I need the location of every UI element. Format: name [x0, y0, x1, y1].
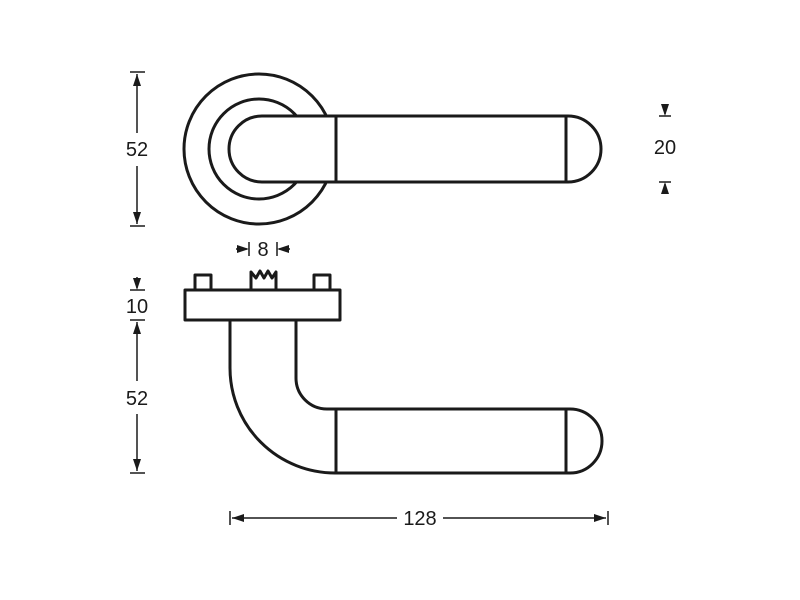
dimension-projection: 128 [229, 508, 609, 530]
dimension-top-height: 52 [126, 71, 148, 227]
top-lever-body [227, 114, 603, 184]
arrow-up [661, 182, 669, 194]
rose-plate [183, 288, 342, 322]
dimension-label-spindle: 8 [257, 239, 268, 261]
dimension-label-side-height: 52 [126, 388, 148, 410]
dimension-label-lever-width: 20 [654, 137, 676, 159]
arrow-right [237, 245, 249, 253]
spindle-square [249, 269, 278, 292]
dimension-spindle: 8 [236, 239, 290, 261]
dimension-lever-width: 20 [654, 104, 676, 194]
arrow-down [133, 278, 141, 290]
arrow-down [133, 212, 141, 224]
arrow-left [232, 514, 244, 522]
dimension-label-top-height: 52 [126, 139, 148, 161]
dimension-label-projection: 128 [403, 508, 436, 530]
top-view [182, 72, 603, 226]
arrow-down [133, 459, 141, 471]
arrow-up [133, 322, 141, 334]
arrow-left [277, 245, 289, 253]
arrow-right [594, 514, 606, 522]
arrow-up [133, 74, 141, 86]
dimension-label-rose-thickness: 10 [126, 296, 148, 318]
side-lever-body [228, 318, 604, 475]
dimension-side-height: 52 [126, 319, 148, 474]
arrow-down [661, 104, 669, 116]
dimension-rose-thickness: 10 [126, 277, 148, 318]
side-view [183, 269, 604, 475]
